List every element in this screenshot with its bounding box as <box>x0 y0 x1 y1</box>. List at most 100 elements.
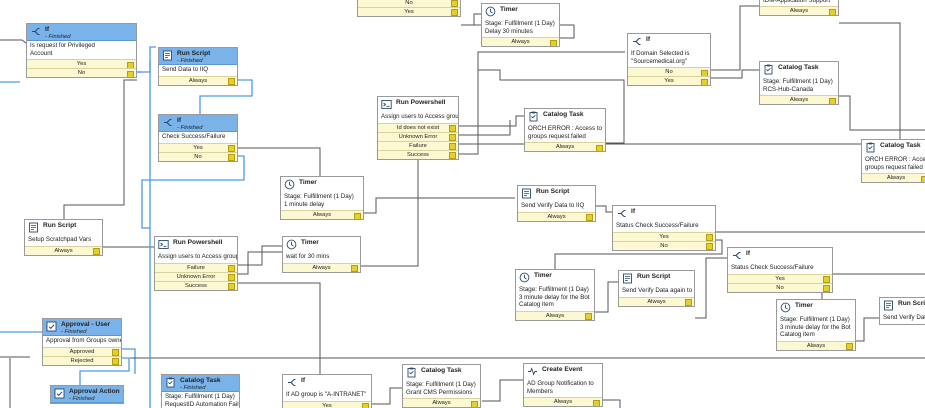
port-connector-handle[interactable] <box>685 299 692 306</box>
port-no[interactable]: No <box>27 68 136 77</box>
port-failure[interactable]: Failure <box>155 262 237 272</box>
node-header[interactable]: Create Event <box>524 364 602 379</box>
node-header[interactable]: If- Finished <box>27 24 136 41</box>
node-header[interactable]: Run Script <box>25 220 102 235</box>
port-connector-handle[interactable] <box>93 248 100 255</box>
port-connector-handle[interactable] <box>596 144 603 151</box>
node-header[interactable]: Approval Action- Finished <box>51 386 123 403</box>
port-connector-handle[interactable] <box>471 400 478 407</box>
port-connector-handle[interactable] <box>228 154 235 161</box>
node-header[interactable]: Catalog Task <box>403 365 480 380</box>
port-connector-handle[interactable] <box>127 70 134 77</box>
port-unknown-error[interactable]: Unknown Error <box>378 131 458 141</box>
port-failure[interactable]: Failure <box>378 140 458 150</box>
port-always[interactable]: Always <box>403 398 480 407</box>
port-connector-handle[interactable] <box>228 283 235 290</box>
node-header[interactable]: If- Finished <box>159 115 237 132</box>
port-connector-handle[interactable] <box>846 343 853 350</box>
port-connector-handle[interactable] <box>112 358 119 365</box>
port-always[interactable]: Always <box>525 142 605 151</box>
port-approved[interactable]: Approved <box>43 346 121 356</box>
node-header[interactable]: Catalog Task <box>862 140 925 155</box>
node-header[interactable]: Run Script <box>518 186 595 201</box>
port-always[interactable]: Always <box>760 6 838 15</box>
port-connector-handle[interactable] <box>449 152 456 159</box>
port-id-does-not-exist[interactable]: Id does not exist <box>378 122 458 132</box>
port-connector-handle[interactable] <box>351 265 358 272</box>
node-header[interactable]: Catalog Task <box>525 109 605 124</box>
node-header[interactable]: If <box>728 248 832 263</box>
port-connector-handle[interactable] <box>451 9 458 16</box>
port-always[interactable]: Always <box>619 296 694 306</box>
port-no[interactable]: No <box>613 240 715 250</box>
node-header[interactable]: If <box>283 375 371 390</box>
port-yes[interactable]: Yes <box>613 231 715 241</box>
node-header[interactable]: If <box>628 34 710 49</box>
port-no[interactable]: No <box>728 282 832 292</box>
node-header[interactable]: Run Powershell <box>155 237 237 252</box>
port-no[interactable]: No <box>159 151 237 161</box>
port-always[interactable]: Always <box>516 310 594 320</box>
port-always[interactable]: Always <box>862 173 925 182</box>
node-header[interactable]: Run Script <box>619 271 694 286</box>
port-always[interactable]: Always <box>518 211 595 221</box>
port-connector-handle[interactable] <box>550 39 557 46</box>
node-header[interactable]: Timer <box>281 177 363 192</box>
node-header[interactable]: Catalog Task- Finished <box>162 375 239 392</box>
port-yes[interactable]: Yes <box>358 6 460 16</box>
port-always[interactable]: Always <box>777 340 855 350</box>
node-header[interactable]: If <box>613 206 715 221</box>
port-success[interactable]: Success <box>378 149 458 159</box>
port-connector-handle[interactable] <box>586 214 593 221</box>
port-yes[interactable]: Yes <box>728 273 832 283</box>
port-connector-handle[interactable] <box>706 243 713 250</box>
port-connector-handle[interactable] <box>362 403 369 408</box>
port-connector-handle[interactable] <box>228 78 235 85</box>
port-connector-handle[interactable] <box>921 175 925 182</box>
port-always[interactable]: Always <box>283 262 360 272</box>
node-header[interactable]: Catalog Task <box>760 62 838 77</box>
node-catalog-task-idm-top[interactable]: Stage: Fulfillment (1 Day)IDM-Applicatio… <box>759 0 839 16</box>
port-always[interactable]: Always <box>482 37 559 46</box>
port-unknown-error[interactable]: Unknown Error <box>155 271 237 281</box>
port-no[interactable]: No <box>628 67 710 77</box>
port-always[interactable]: Always <box>281 210 363 219</box>
port-rejected[interactable]: Rejected <box>43 355 121 365</box>
node-header[interactable]: Run Script- Finished <box>159 48 237 65</box>
port-connector-handle[interactable] <box>829 8 836 15</box>
node-header[interactable]: Timer <box>516 270 594 285</box>
node-header[interactable]: Timer <box>482 4 559 19</box>
port-yes[interactable]: Yes <box>628 76 710 85</box>
node-approval-action[interactable]: Approval Action- Finished <box>50 385 124 404</box>
port-yes[interactable]: Yes <box>283 400 371 408</box>
port-connector-handle[interactable] <box>585 313 592 320</box>
node-header[interactable]: Approval - User- Finished <box>43 319 121 336</box>
node-header[interactable]: Timer <box>283 237 360 252</box>
node-header[interactable]: Run Powershell <box>378 97 458 112</box>
node-header[interactable]: Timer <box>777 300 855 315</box>
port-always[interactable]: Always <box>25 245 102 255</box>
port-yes[interactable]: Yes <box>27 59 136 69</box>
